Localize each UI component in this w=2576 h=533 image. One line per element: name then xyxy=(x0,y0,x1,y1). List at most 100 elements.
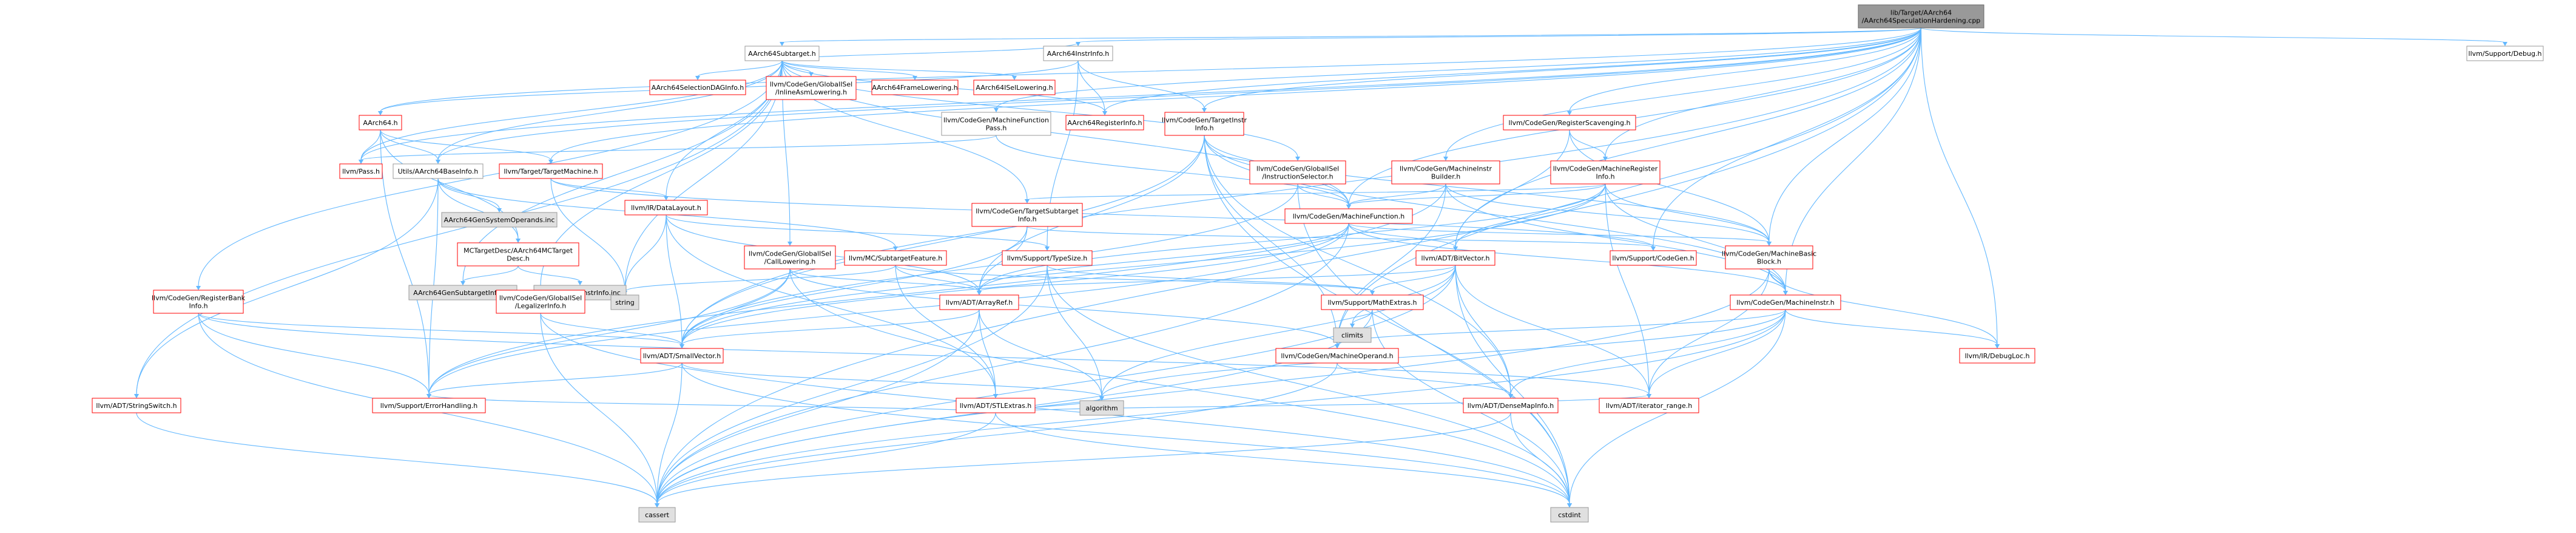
node-label-regbank-0: llvm/CodeGen/RegisterBank xyxy=(152,294,246,302)
node-debug[interactable]: llvm/Support/Debug.h xyxy=(2466,46,2544,61)
edge-root-to-debug xyxy=(1920,27,2506,43)
node-box-moperand xyxy=(1275,348,1399,364)
node-arrayref[interactable]: llvm/ADT/ArrayRef.h xyxy=(939,294,1019,310)
node-box-algorithm xyxy=(1079,400,1124,416)
node-regscav[interactable]: llvm/CodeGen/RegisterScavenging.h xyxy=(1503,115,1636,131)
node-typesize[interactable]: llvm/Support/TypeSize.h xyxy=(1002,250,1093,266)
node-box-mfunction xyxy=(1284,208,1413,224)
node-label-smallvector-0: llvm/ADT/SmallVector.h xyxy=(643,352,721,360)
node-label-mathextras-0: llvm/Support/MathExtras.h xyxy=(1328,299,1417,307)
arrowhead-mfpass-to-pass xyxy=(359,160,363,164)
node-label-debugloc-0: llvm/IR/DebugLoc.h xyxy=(1965,352,2030,360)
node-errorhandling[interactable]: llvm/Support/ErrorHandling.h xyxy=(372,398,486,413)
node-bitvector[interactable]: llvm/ADT/BitVector.h xyxy=(1415,250,1495,266)
node-box-debugloc xyxy=(1959,348,2035,364)
edge-mctargetdesc-to-geninstr xyxy=(518,265,581,282)
arrowhead-mbb-to-minstr xyxy=(1783,291,1788,295)
node-minstr[interactable]: llvm/CodeGen/MachineInstr.h xyxy=(1730,294,1841,310)
edge-root-to-baseinfo xyxy=(437,27,1922,161)
node-isellowering[interactable]: AArch64ISelLowering.h xyxy=(973,80,1056,95)
edge-moperand-to-cassert xyxy=(656,362,1338,504)
edge-root-to-targetinstr xyxy=(1204,27,1922,109)
edge-root-to-mibuilder xyxy=(1445,27,1922,158)
node-label-gensubtarget-0: AArch64GenSubtargetInfo.inc xyxy=(413,289,513,297)
node-inlineasm[interactable]: llvm/CodeGen/GlobalISel/InlineAsmLowerin… xyxy=(766,76,857,100)
node-calllowering[interactable]: llvm/CodeGen/GlobalISel/CallLowering.h xyxy=(744,245,836,270)
edge-root-to-smallvector xyxy=(681,27,1922,345)
node-label-mfpass-0: llvm/CodeGen/MachineFunction xyxy=(943,117,1049,124)
node-label-calllowering-0: llvm/CodeGen/GlobalISel xyxy=(749,250,831,258)
arrowhead-root-to-mibuilder xyxy=(1443,157,1448,161)
edge-root-to-cassert xyxy=(656,27,1922,504)
node-box-debug xyxy=(2466,46,2544,61)
node-label-reginfo-0: AArch64RegisterInfo.h xyxy=(1067,119,1142,127)
node-reginfo[interactable]: AArch64RegisterInfo.h xyxy=(1065,115,1144,131)
node-instrselector[interactable]: llvm/CodeGen/GlobalISel/InstructionSelec… xyxy=(1249,160,1346,185)
node-densemapinfo[interactable]: llvm/ADT/DenseMapInfo.h xyxy=(1463,398,1559,413)
node-label-mreginfo-0: llvm/CodeGen/MachineRegister xyxy=(1553,165,1658,173)
node-baseinfo[interactable]: Utils/AArch64BaseInfo.h xyxy=(393,163,484,179)
node-iterrange[interactable]: llvm/ADT/iterator_range.h xyxy=(1599,398,1699,413)
node-stringswitch[interactable]: llvm/ADT/StringSwitch.h xyxy=(92,398,181,413)
node-legalizer[interactable]: llvm/CodeGen/GlobalISel/LegalizerInfo.h xyxy=(496,290,585,314)
node-instrinfo[interactable]: AArch64InstrInfo.h xyxy=(1043,46,1113,61)
node-box-cstdint xyxy=(1550,507,1589,523)
arrowhead-subtarget-to-isellowering xyxy=(1012,76,1017,80)
node-targetmachine[interactable]: llvm/Target/TargetMachine.h xyxy=(499,163,603,179)
arrowhead-bitvector-to-mathextras xyxy=(1370,291,1375,295)
arrowhead-root-to-debug xyxy=(2503,42,2507,46)
node-box-mctargetdesc xyxy=(457,242,579,266)
edge-subfeature-to-string xyxy=(624,265,896,292)
node-codegen[interactable]: llvm/Support/CodeGen.h xyxy=(1610,250,1697,266)
node-mfunction[interactable]: llvm/CodeGen/MachineFunction.h xyxy=(1284,208,1413,224)
node-label-codegen-0: llvm/Support/CodeGen.h xyxy=(1612,254,1694,262)
node-moperand[interactable]: llvm/CodeGen/MachineOperand.h xyxy=(1275,348,1399,364)
edge-bitvector-to-cassert xyxy=(656,265,1456,504)
node-box-bitvector xyxy=(1415,250,1495,266)
arrowhead-mreginfo-to-tsubtarget xyxy=(1025,199,1030,203)
node-stlextras[interactable]: llvm/ADT/STLExtras.h xyxy=(956,398,1036,413)
node-mathextras[interactable]: llvm/Support/MathExtras.h xyxy=(1321,294,1424,310)
node-subtarget[interactable]: AArch64Subtarget.h xyxy=(744,46,820,61)
arrowhead-instrinfo-to-targetinstr xyxy=(1202,108,1207,112)
node-box-stringswitch xyxy=(92,398,181,413)
arrowhead-instrinfo-to-reginfo xyxy=(1102,111,1107,115)
node-label-mbb-0: llvm/CodeGen/MachineBasic xyxy=(1722,250,1816,258)
node-box-mreginfo xyxy=(1550,160,1661,185)
edge-mreginfo-to-tsubtarget xyxy=(1027,183,1606,200)
node-box-arrayref xyxy=(939,294,1019,310)
edge-smallvector-to-errorhandling xyxy=(428,362,683,395)
node-label-bitvector-0: llvm/ADT/BitVector.h xyxy=(1421,254,1490,262)
arrowhead-mctargetdesc-to-gensubtarget xyxy=(460,281,465,285)
node-debugloc[interactable]: llvm/IR/DebugLoc.h xyxy=(1959,348,2035,364)
node-box-climits xyxy=(1333,327,1372,343)
node-aarch64h[interactable]: AArch64.h xyxy=(359,115,402,131)
node-pass[interactable]: llvm/Pass.h xyxy=(339,163,383,179)
node-framelowering[interactable]: AArch64FrameLowering.h xyxy=(871,80,959,95)
node-root[interactable]: lib/Target/AArch64/AArch64SpeculationHar… xyxy=(1858,4,1984,29)
node-label-mfunction-0: llvm/CodeGen/MachineFunction.h xyxy=(1293,212,1405,220)
arrowhead-arrayref-to-smallvector xyxy=(679,344,684,348)
node-box-reginfo xyxy=(1065,115,1144,131)
node-label-framelowering-0: AArch64FrameLowering.h xyxy=(872,84,957,92)
node-smallvector[interactable]: llvm/ADT/SmallVector.h xyxy=(640,348,724,364)
node-datalayout[interactable]: llvm/IR/DataLayout.h xyxy=(624,200,708,216)
node-label-iterrange-0: llvm/ADT/iterator_range.h xyxy=(1606,402,1692,410)
edge-densemapinfo-to-cassert xyxy=(656,412,1511,504)
node-selectiondag[interactable]: AArch64SelectionDAGInfo.h xyxy=(649,80,746,95)
edge-smallvector-to-algorithm xyxy=(681,362,1102,398)
node-cassert: cassert xyxy=(638,507,676,523)
edge-root-to-targetmachine xyxy=(550,27,1922,161)
node-subfeature[interactable]: llvm/MC/SubtargetFeature.h xyxy=(844,250,947,266)
node-label-targetinstr-0: llvm/CodeGen/TargetInstr xyxy=(1162,117,1247,124)
arrowhead-arrayref-to-stlextras xyxy=(993,394,998,398)
node-box-regbank xyxy=(153,290,244,314)
